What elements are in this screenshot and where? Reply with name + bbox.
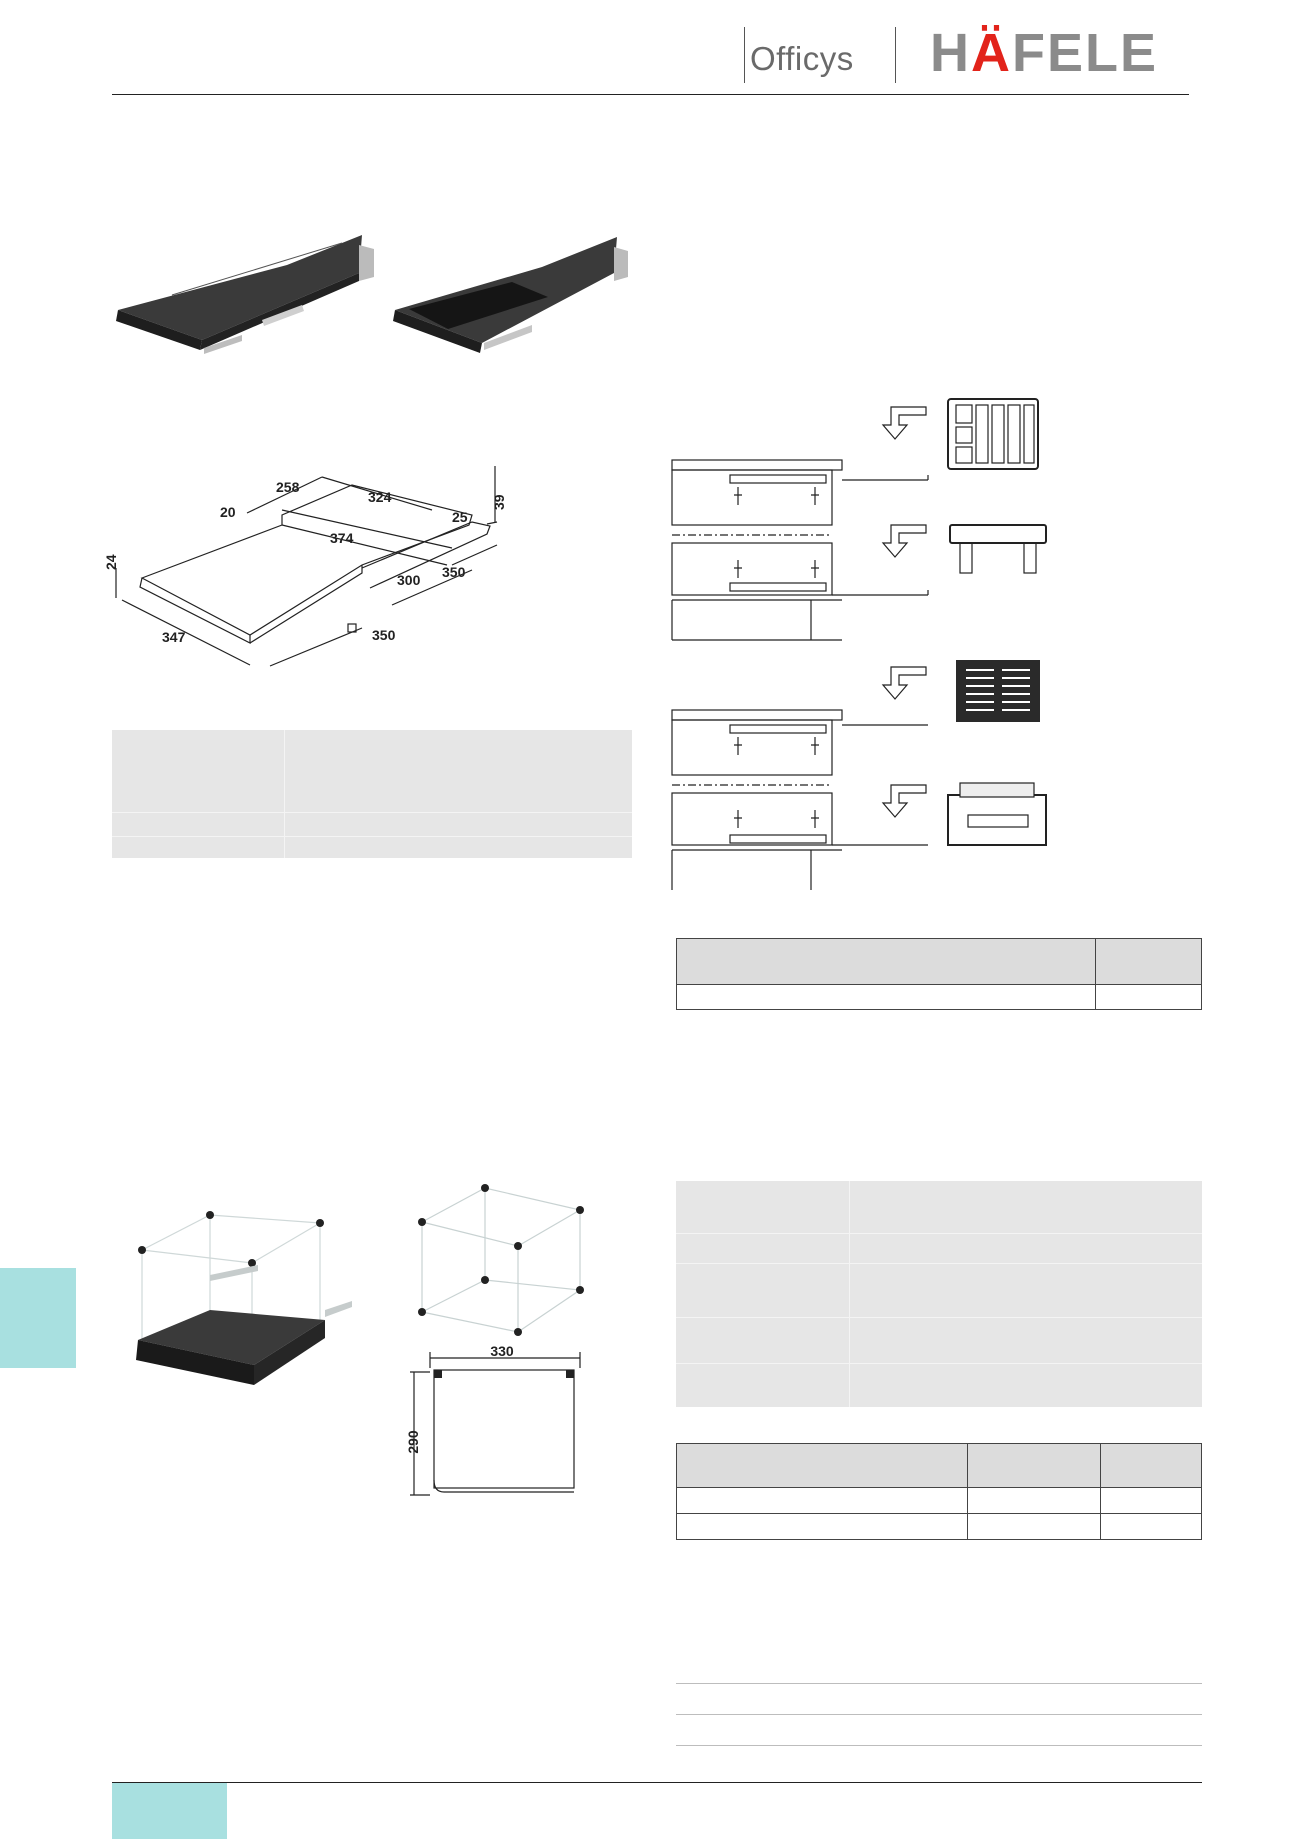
table-header-row (676, 938, 1202, 985)
header-rule (112, 94, 1189, 95)
dim-label-350-front: 350 (372, 627, 396, 643)
table-header-row (676, 1443, 1202, 1488)
spec-panel-left (112, 730, 632, 858)
dim-label-20: 20 (220, 504, 236, 520)
frame-dimension-drawing: 330 290 (405, 1184, 584, 1496)
spec-panel-right (676, 1181, 1202, 1407)
note-rule (676, 1714, 1202, 1715)
dim-label-324: 324 (368, 489, 392, 505)
header-divider-left (744, 27, 745, 83)
footer-tab (112, 1783, 227, 1839)
dim-label-25: 25 (452, 509, 468, 525)
insert-placement-diagrams (671, 398, 1047, 890)
product-line-logo: Officys (750, 40, 854, 77)
note-rule (676, 1683, 1202, 1684)
table-row (676, 983, 1202, 1011)
dim-label-350-rail: 350 (442, 564, 466, 580)
frame-tray-photo (136, 1211, 352, 1385)
table-row (676, 1513, 1202, 1540)
dim-label-24: 24 (103, 554, 119, 570)
note-rule (676, 1745, 1202, 1746)
dim-label-300: 300 (397, 572, 421, 588)
logo-part-1: H (930, 23, 971, 83)
logo-accent: Ä (971, 23, 1012, 83)
dim-label-258: 258 (276, 479, 300, 495)
dim-label-347: 347 (162, 629, 186, 645)
table-row (676, 1487, 1202, 1514)
logo-part-2: FELE (1012, 23, 1159, 83)
dim-label-330: 330 (490, 1343, 514, 1359)
hafele-logo: HÄFELE (930, 22, 1158, 84)
order-table-1 (676, 938, 1202, 1011)
order-table-2 (676, 1443, 1202, 1540)
keyboard-shelf-dimension-drawing: 258 324 20 25 374 39 24 300 350 347 350 (103, 466, 507, 667)
keyboard-shelf-photo-1 (116, 235, 374, 354)
header-divider-right (895, 27, 896, 83)
dim-label-290: 290 (405, 1430, 421, 1454)
dim-label-374: 374 (330, 530, 354, 546)
keyboard-shelf-photo-2 (393, 237, 628, 353)
footer-rule (112, 1782, 1202, 1783)
chapter-tab (0, 1268, 76, 1368)
keyboard-shelf-photos (116, 235, 628, 354)
dim-label-39: 39 (491, 494, 507, 510)
